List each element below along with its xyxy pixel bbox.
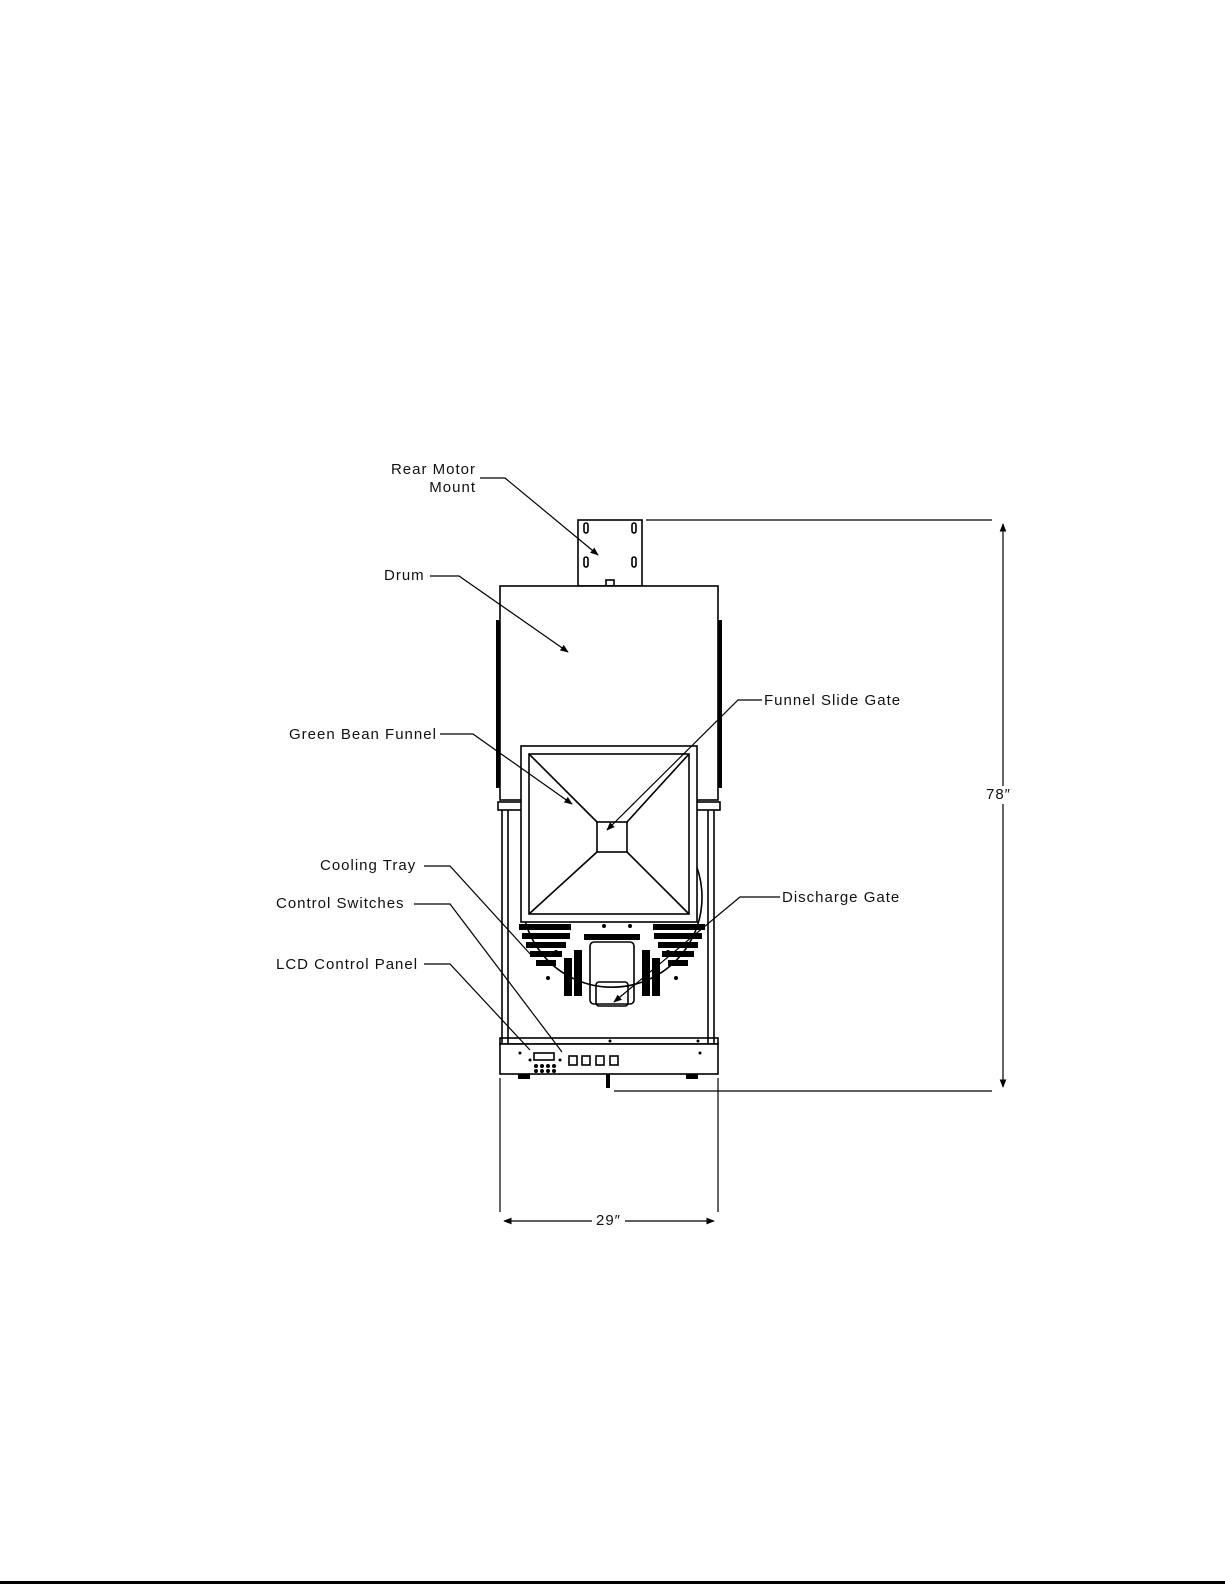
label-rear-motor-mount-line1: Rear Motor bbox=[370, 461, 476, 479]
label-funnel-slide-gate: Funnel Slide Gate bbox=[764, 692, 901, 710]
label-green-bean-funnel: Green Bean Funnel bbox=[289, 726, 437, 744]
label-drum: Drum bbox=[384, 567, 425, 585]
bottom-rule bbox=[0, 1581, 1225, 1584]
height-dimension-label: 78″ bbox=[982, 786, 1015, 804]
rear-motor-mount bbox=[578, 520, 642, 586]
label-rear-motor-mount-line2: Mount bbox=[370, 479, 476, 497]
label-lcd-control-panel: LCD Control Panel bbox=[276, 956, 418, 974]
label-discharge-gate: Discharge Gate bbox=[782, 889, 900, 907]
label-cooling-tray: Cooling Tray bbox=[320, 857, 416, 875]
width-dimension-label: 29″ bbox=[592, 1212, 625, 1230]
green-bean-funnel bbox=[521, 746, 697, 922]
label-control-switches: Control Switches bbox=[276, 895, 405, 913]
